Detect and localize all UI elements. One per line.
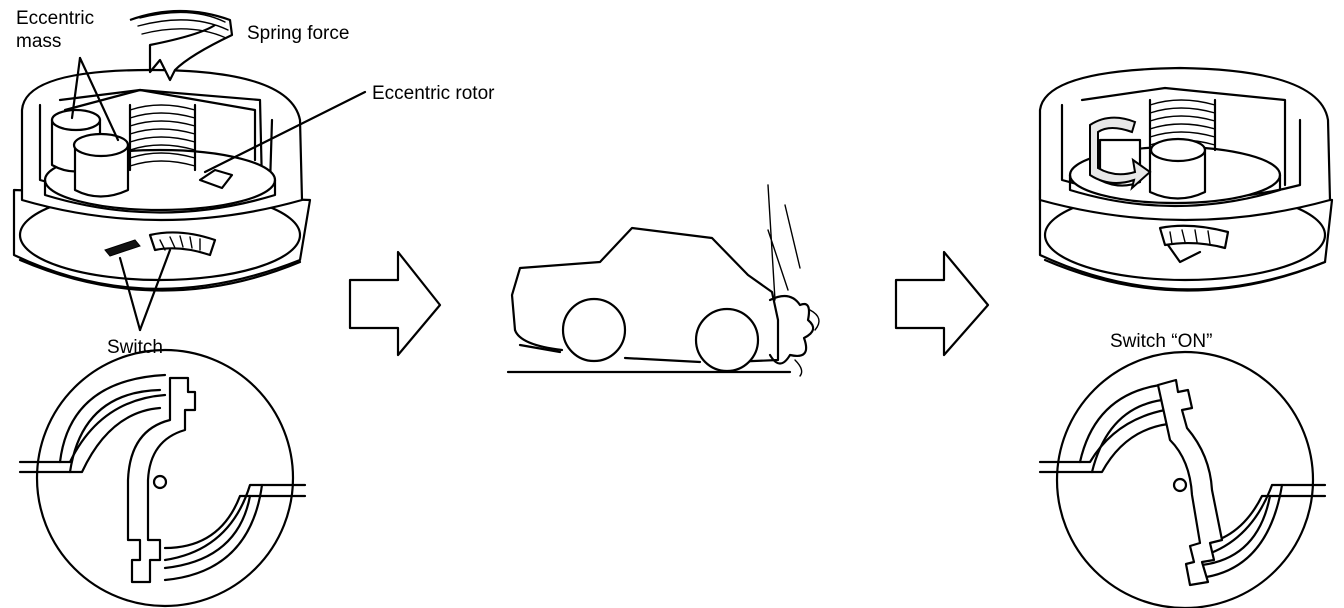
spring-coil <box>128 103 197 172</box>
flow-arrow-1 <box>348 250 442 357</box>
switch-contacts-closed <box>1158 224 1230 264</box>
car-collision <box>506 184 820 377</box>
rotation-arrow <box>1089 116 1152 191</box>
eccentric-rotor-label: Eccentric rotor <box>372 83 495 104</box>
switch-detail-closed <box>1038 350 1327 608</box>
spring-force-label: Spring force <box>247 23 350 44</box>
sensor-activated <box>1038 66 1334 292</box>
switch-label: Switch <box>107 337 163 358</box>
sensor-at-rest <box>12 9 367 332</box>
flow-arrow-2 <box>894 250 990 357</box>
switch-detail-open <box>18 348 307 608</box>
eccentric-mass-cylinders <box>50 108 130 198</box>
spring-force-arrow <box>129 9 234 82</box>
switch-contacts <box>104 231 217 257</box>
eccentric-mass-label-line2: mass <box>16 31 62 52</box>
eccentric-mass-label-line1: Eccentric <box>16 8 95 29</box>
switch-on-label: Switch “ON” <box>1110 331 1213 352</box>
